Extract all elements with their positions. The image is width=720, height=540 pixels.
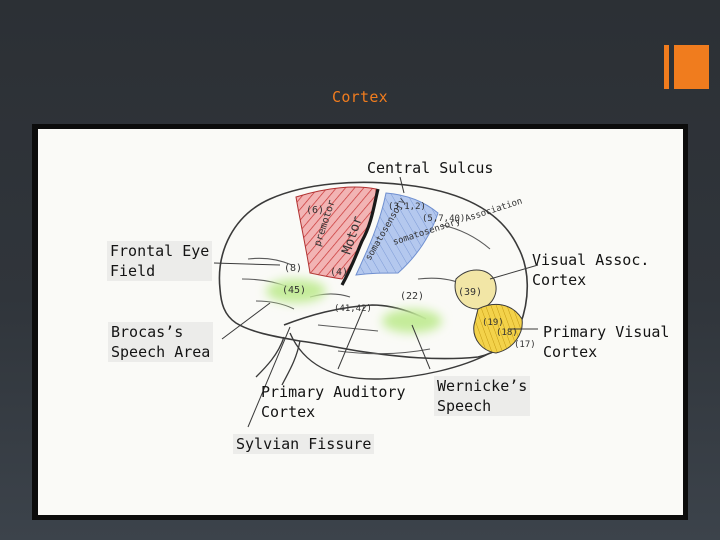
wernickes-area-glow bbox=[382, 309, 442, 333]
brodmann-19: (19) bbox=[482, 318, 504, 328]
brodmann-41-42: (41,42) bbox=[334, 304, 372, 314]
brainstem bbox=[256, 337, 300, 385]
temporal-lobe-outline bbox=[290, 333, 490, 379]
accent-bar-thin bbox=[664, 45, 669, 89]
brodmann-18: (18) bbox=[496, 328, 518, 338]
accent-bar-thick bbox=[674, 45, 709, 89]
slide-title: Cortex bbox=[300, 88, 420, 106]
primary-auditory-cortex-label: Primary Auditory Cortex bbox=[261, 382, 406, 422]
primary-visual-cortex-label: Primary Visual Cortex bbox=[543, 322, 669, 362]
brodmann-4: (4) bbox=[330, 267, 348, 278]
brodmann-22: (22) bbox=[400, 291, 424, 302]
central-sulcus-label: Central Sulcus bbox=[367, 158, 493, 178]
brodmann-39: (39) bbox=[458, 287, 482, 298]
brodmann-17: (17) bbox=[514, 340, 536, 350]
brodmann-8: (8) bbox=[284, 263, 302, 274]
sylvian-fissure-label: Sylvian Fissure bbox=[233, 434, 374, 454]
brocas-speech-area-label: Brocas’s Speech Area bbox=[108, 322, 213, 362]
frontal-eye-field-label: Frontal Eye Field bbox=[107, 241, 212, 281]
visual-assoc-cortex-label: Visual Assoc. Cortex bbox=[532, 250, 649, 290]
wernickes-speech-label: Wernicke’s Speech bbox=[434, 376, 530, 416]
brodmann-45: (45) bbox=[282, 285, 306, 296]
